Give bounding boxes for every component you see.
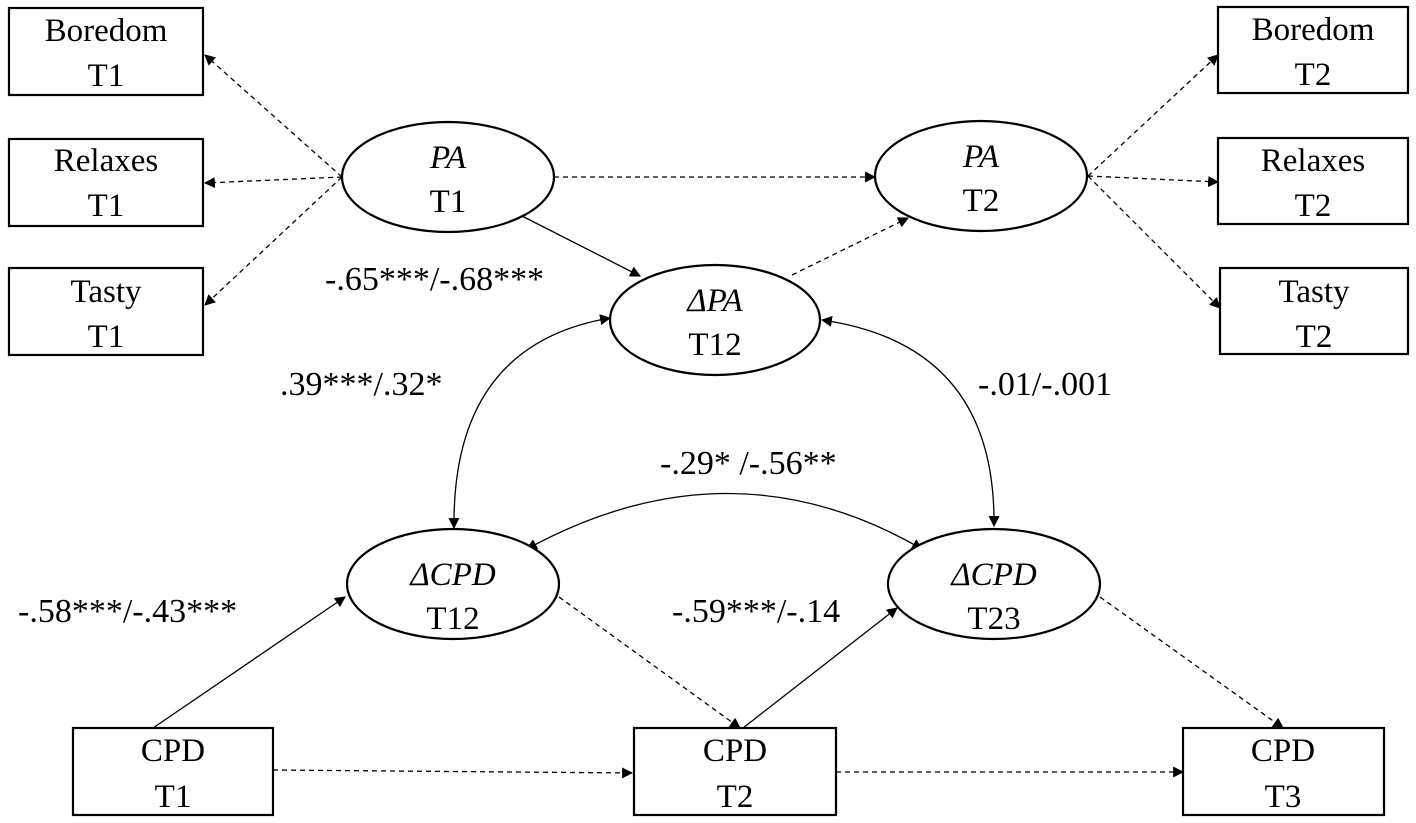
edge-dcpd-t12-cpd-t2 bbox=[558, 596, 741, 729]
node-cpd-t3-time: T3 bbox=[1265, 779, 1302, 815]
coef-cpd1-to-dcpd12: -.58***/-.43*** bbox=[18, 593, 237, 630]
coef-dpa-dcpd23: -.01/-.001 bbox=[978, 366, 1112, 403]
node-relaxes-t2-name: Relaxes bbox=[1261, 143, 1365, 179]
node-boredom-t2: Boredom T2 bbox=[1216, 5, 1410, 95]
node-pa-t2-name: PA bbox=[962, 139, 1000, 175]
edge-cov-dcpd12-dcpd23 bbox=[526, 492, 923, 550]
node-relaxes-t1-name: Relaxes bbox=[54, 143, 158, 179]
node-tasty-t2: Tasty T2 bbox=[1218, 266, 1410, 356]
node-tasty-t2-time: T2 bbox=[1296, 319, 1333, 355]
coef-pa-to-dpa: -.65***/-.68*** bbox=[325, 261, 544, 298]
node-relaxes-t2: Relaxes T2 bbox=[1216, 136, 1410, 226]
edge-cpd-t1-cpd-t2 bbox=[272, 767, 634, 779]
node-boredom-t1-time: T1 bbox=[88, 58, 125, 94]
node-tasty-t1: Tasty T1 bbox=[7, 266, 205, 357]
node-tasty-t1-name: Tasty bbox=[70, 274, 142, 310]
node-relaxes-t1: Relaxes T1 bbox=[7, 137, 205, 228]
coef-dcpd12-dcpd23: -.29* /-.56** bbox=[660, 445, 837, 482]
node-dcpd-t12: ΔCPD T12 bbox=[345, 527, 561, 641]
edge-pa-t1-relaxes-t1 bbox=[203, 176, 343, 189]
node-dcpd-t12-time: T12 bbox=[426, 601, 479, 637]
edges bbox=[152, 54, 1284, 779]
node-pa-t2-time: T2 bbox=[963, 183, 1000, 219]
node-boredom-t2-name: Boredom bbox=[1252, 12, 1375, 48]
edge-pa-t1-tasty-t1 bbox=[204, 176, 343, 306]
node-dpa-t12: ΔPA T12 bbox=[608, 263, 822, 377]
node-pa-t1-time: T1 bbox=[430, 184, 467, 220]
edge-dcpd-t23-cpd-t3 bbox=[1099, 596, 1284, 729]
node-dcpd-t23-name: ΔCPD bbox=[949, 557, 1037, 593]
edge-pa-t1-dpa-t12 bbox=[521, 215, 641, 277]
nodes: Boredom T1 Relaxes T1 Tasty T1 Boredom T… bbox=[7, 5, 1410, 817]
node-cpd-t3: CPD T3 bbox=[1181, 726, 1386, 817]
node-relaxes-t2-time: T2 bbox=[1295, 188, 1332, 224]
node-cpd-t2: CPD T2 bbox=[632, 726, 838, 817]
node-dcpd-t23: ΔCPD T23 bbox=[886, 527, 1102, 641]
node-pa-t1-name: PA bbox=[429, 140, 467, 176]
edge-cpd-t1-dcpd-t12 bbox=[152, 596, 346, 729]
node-boredom-t1-name: Boredom bbox=[45, 13, 168, 49]
node-cpd-t1-name: CPD bbox=[141, 733, 205, 769]
edge-dpa-t12-pa-t2 bbox=[791, 217, 909, 276]
node-dpa-t12-time: T12 bbox=[688, 327, 741, 363]
edge-pa-t2-boredom-t2 bbox=[1087, 54, 1219, 177]
edge-cov-dpa-dcpd12 bbox=[448, 314, 612, 530]
node-pa-t1: PA T1 bbox=[340, 120, 556, 234]
node-dcpd-t12-name: ΔCPD bbox=[408, 557, 496, 593]
node-dpa-t12-name: ΔPA bbox=[685, 283, 743, 319]
node-cpd-t1: CPD T1 bbox=[71, 726, 275, 817]
edge-cov-dpa-dcpd23 bbox=[820, 315, 1000, 528]
node-cpd-t2-name: CPD bbox=[703, 733, 767, 769]
node-dcpd-t23-time: T23 bbox=[967, 601, 1020, 637]
edge-pa-t1-boredom-t1 bbox=[204, 54, 343, 178]
coef-cpd2-to-dcpd23: -.59***/-.14 bbox=[672, 593, 840, 630]
node-relaxes-t1-time: T1 bbox=[88, 188, 125, 224]
node-tasty-t2-name: Tasty bbox=[1278, 274, 1350, 310]
node-cpd-t2-time: T2 bbox=[717, 779, 754, 815]
coefficient-labels: -.65***/-.68*** .39***/.32* -.01/-.001 -… bbox=[18, 261, 1112, 630]
edge-pa-t2-tasty-t2 bbox=[1087, 175, 1221, 309]
node-pa-t2: PA T2 bbox=[873, 119, 1089, 233]
node-cpd-t3-name: CPD bbox=[1251, 733, 1315, 769]
coef-dpa-dcpd12: .39***/.32* bbox=[280, 366, 442, 403]
node-tasty-t1-time: T1 bbox=[88, 319, 125, 355]
node-boredom-t1: Boredom T1 bbox=[7, 6, 205, 97]
node-boredom-t2-time: T2 bbox=[1295, 57, 1332, 93]
node-cpd-t1-time: T1 bbox=[155, 779, 192, 815]
edge-pa-t2-relaxes-t2 bbox=[1087, 175, 1220, 188]
edge-cpd-t2-dcpd-t23 bbox=[742, 607, 898, 729]
